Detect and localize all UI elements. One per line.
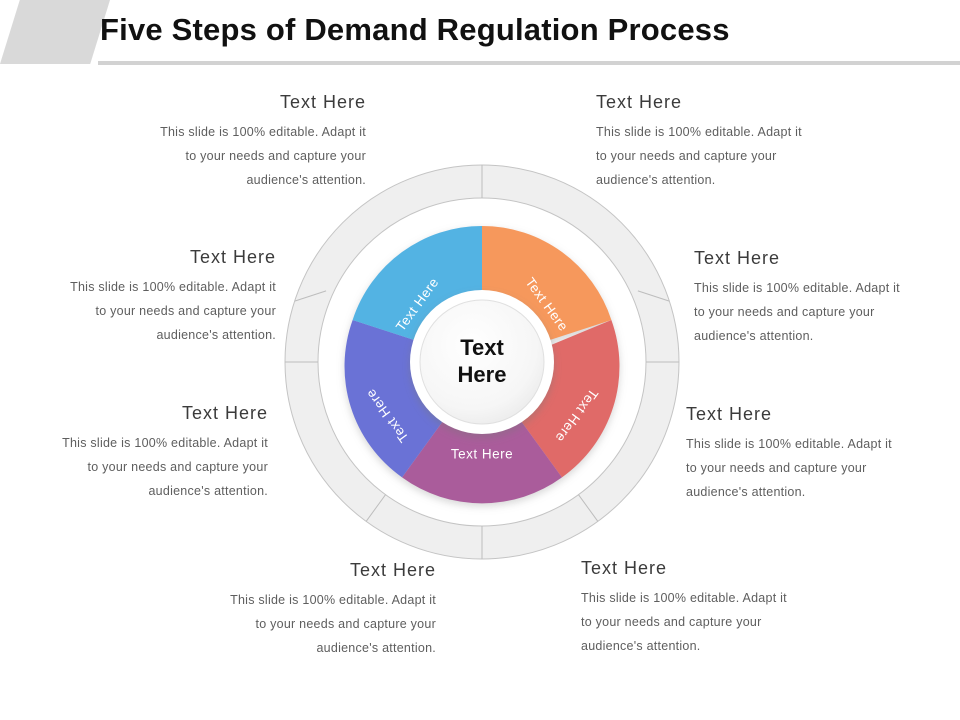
ring-divider bbox=[294, 290, 327, 302]
callout-body-line: to your needs and capture your bbox=[686, 461, 867, 476]
callout-body: This slide is 100% editable. Adapt it to… bbox=[581, 586, 847, 658]
callout-body-line: This slide is 100% editable. Adapt it bbox=[70, 280, 276, 294]
callout-body-line: audience's attention. bbox=[581, 639, 701, 654]
wheel-svg: Text Here Text Here Text Here Text Here … bbox=[284, 164, 680, 560]
outer-ring-dividers bbox=[285, 165, 679, 559]
callout-body-line: audience's attention. bbox=[246, 173, 366, 188]
callout-title: Text Here bbox=[686, 404, 773, 424]
callout-body: This slide is 100% editable. Adapt it to… bbox=[2, 431, 268, 503]
callout-body-line: This slide is 100% editable. Adapt it bbox=[160, 125, 366, 139]
callout-body: This slide is 100% editable. Adapt it to… bbox=[100, 120, 366, 192]
callout-body-line: This slide is 100% editable. Adapt it bbox=[694, 281, 900, 295]
callout-body-line: This slide is 100% editable. Adapt it bbox=[596, 125, 802, 139]
callout-body-line: to your needs and capture your bbox=[694, 305, 875, 320]
callout-title: Text Here bbox=[181, 403, 268, 423]
callout-body-line: This slide is 100% editable. Adapt it bbox=[230, 593, 436, 607]
ring-divider bbox=[577, 494, 599, 522]
wheel-diagram: Text Here Text Here Text Here Text Here … bbox=[282, 162, 682, 562]
callout-body-line: to your needs and capture your bbox=[87, 460, 268, 475]
callout-left-3: Text Here This slide is 100% editable. A… bbox=[2, 403, 268, 503]
callout-body-line: to your needs and capture your bbox=[185, 149, 366, 164]
callout-body: This slide is 100% editable. Adapt it to… bbox=[10, 275, 276, 347]
callout-body-line: to your needs and capture your bbox=[581, 615, 762, 630]
callout-body-line: This slide is 100% editable. Adapt it bbox=[62, 436, 268, 450]
callout-body-line: audience's attention. bbox=[694, 329, 814, 344]
ring-divider bbox=[365, 494, 387, 522]
segment-purple[interactable] bbox=[402, 416, 562, 504]
callout-title: Text Here bbox=[596, 92, 683, 112]
callout-body-line: audience's attention. bbox=[596, 173, 716, 188]
hub-inner-disc bbox=[419, 299, 545, 425]
callout-body-line: to your needs and capture your bbox=[596, 149, 777, 164]
callout-right-2: Text Here This slide is 100% editable. A… bbox=[694, 248, 960, 348]
callout-body-line: audience's attention. bbox=[316, 641, 436, 656]
callout-title: Text Here bbox=[694, 248, 781, 268]
segment-label-purple: Text Here bbox=[451, 447, 513, 462]
wheel-hub[interactable] bbox=[410, 290, 554, 434]
callout-right-1: Text Here This slide is 100% editable. A… bbox=[596, 92, 862, 192]
callout-title: Text Here bbox=[581, 558, 668, 578]
header-accent-shape bbox=[0, 0, 110, 64]
segment-gloss bbox=[352, 226, 482, 345]
page-title: Five Steps of Demand Regulation Process bbox=[100, 12, 730, 47]
callout-body: This slide is 100% editable. Adapt it to… bbox=[170, 588, 436, 660]
callout-body-line: audience's attention. bbox=[156, 328, 276, 343]
callout-right-4: Text Here This slide is 100% editable. A… bbox=[581, 558, 847, 658]
callout-right-3: Text Here This slide is 100% editable. A… bbox=[686, 404, 952, 504]
callout-left-4: Text Here This slide is 100% editable. A… bbox=[170, 560, 436, 660]
callout-body: This slide is 100% editable. Adapt it to… bbox=[694, 276, 960, 348]
ring-divider bbox=[637, 290, 670, 302]
callout-body-line: This slide is 100% editable. Adapt it bbox=[686, 437, 892, 451]
callout-title: Text Here bbox=[349, 560, 436, 580]
callout-body-line: to your needs and capture your bbox=[95, 304, 276, 319]
callout-title: Text Here bbox=[279, 92, 366, 112]
callout-body-line: audience's attention. bbox=[148, 484, 268, 499]
segment-gloss bbox=[482, 226, 612, 345]
callout-body: This slide is 100% editable. Adapt it to… bbox=[686, 432, 952, 504]
callout-body: This slide is 100% editable. Adapt it to… bbox=[596, 120, 862, 192]
callout-body-line: to your needs and capture your bbox=[255, 617, 436, 632]
callout-body-line: This slide is 100% editable. Adapt it bbox=[581, 591, 787, 605]
callout-title: Text Here bbox=[189, 247, 276, 267]
callout-left-2: Text Here This slide is 100% editable. A… bbox=[10, 247, 276, 347]
callout-left-1: Text Here This slide is 100% editable. A… bbox=[100, 92, 366, 192]
header-divider-line bbox=[98, 61, 960, 65]
callout-body-line: audience's attention. bbox=[686, 485, 806, 500]
slide-header: Five Steps of Demand Regulation Process bbox=[0, 0, 960, 72]
